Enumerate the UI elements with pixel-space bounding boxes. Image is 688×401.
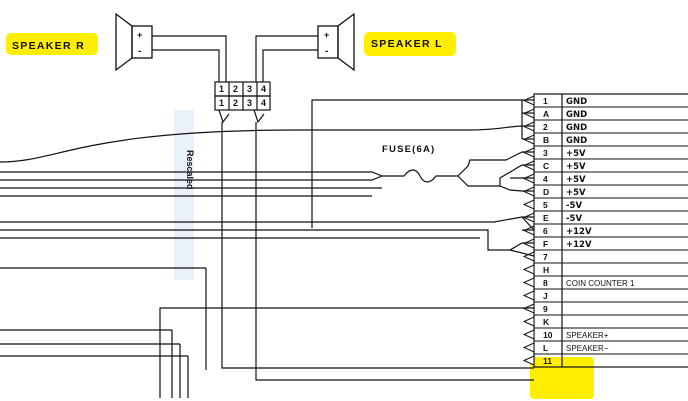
terminal-signal-4: +5V	[566, 175, 586, 185]
terminal-pin-J: J	[543, 291, 548, 301]
terminal-arrow	[522, 316, 535, 327]
harness-wires	[0, 99, 535, 398]
connector-pin-2-lower: 2	[233, 98, 238, 108]
terminal-signal-1: GND	[566, 97, 587, 107]
connector-pin-3-lower: 3	[247, 98, 252, 108]
terminal-pin-L: L	[543, 343, 548, 353]
terminal-pin-10: 10	[543, 330, 553, 340]
terminal-pin-2: 2	[543, 122, 548, 132]
watermark-strip	[174, 110, 194, 280]
terminal-arrow	[522, 342, 535, 353]
terminal-pin-H: H	[543, 265, 549, 275]
speaker-r-minus: -	[138, 46, 141, 57]
terminal-pin-4: 4	[543, 174, 548, 184]
connector-4pin	[214, 81, 271, 124]
terminal-signal-A: GND	[566, 110, 587, 120]
terminal-arrow	[522, 355, 535, 366]
connector-pin-4-upper: 4	[261, 84, 266, 94]
terminal-arrow	[522, 264, 535, 275]
terminal-pin-8: 8	[543, 278, 548, 288]
terminal-signal-10: SPEAKER+	[566, 331, 609, 340]
terminal-signal-3: +5V	[566, 149, 586, 159]
terminal-pin-1: 1	[543, 96, 548, 106]
speaker-l-icon	[317, 12, 355, 72]
terminal-signal-8: COIN COUNTER 1	[566, 279, 635, 288]
terminal-signal-5: -5V	[566, 201, 582, 211]
terminal-signal-F: +12V	[566, 240, 592, 250]
connector-pin-3-upper: 3	[247, 84, 252, 94]
terminal-pin-A: A	[543, 109, 549, 119]
terminal-signal-2: GND	[566, 123, 587, 133]
terminal-arrow	[522, 290, 535, 301]
terminal-pin-D: D	[543, 187, 549, 197]
watermark-text: Rescaled	[185, 150, 195, 190]
speaker-wires	[152, 35, 318, 82]
terminal-signal-6: +12V	[566, 227, 592, 237]
connector-pin-1-lower: 1	[219, 98, 224, 108]
terminal-frame	[533, 93, 688, 368]
connector-pin-2-upper: 2	[233, 84, 238, 94]
terminal-pin-3: 3	[543, 148, 548, 158]
terminal-pin-6: 6	[543, 226, 548, 236]
terminal-pin-C: C	[543, 161, 549, 171]
speaker-r-icon	[115, 12, 153, 72]
terminal-pin-K: K	[543, 317, 550, 327]
terminal-pin-7: 7	[543, 252, 548, 262]
speaker-r-label: SPEAKER R	[12, 40, 85, 52]
connector-pin-4-lower: 4	[261, 98, 266, 108]
terminal-signal-E: -5V	[566, 214, 582, 224]
terminal-signal-C: +5V	[566, 162, 586, 172]
terminal-pin-5: 5	[543, 200, 548, 210]
speaker-l-minus: -	[325, 46, 328, 57]
terminal-pin-9: 9	[543, 304, 548, 314]
connector-pin-1-upper: 1	[219, 84, 224, 94]
terminal-arrow	[522, 277, 535, 288]
terminal-signal-L: SPEAKER−	[566, 344, 609, 353]
fuse-label: FUSE(6A)	[382, 144, 435, 155]
terminal-arrow	[522, 329, 535, 340]
speaker-r-highlight	[6, 33, 98, 55]
terminal-pin-F: F	[543, 239, 548, 249]
terminal-arrow	[522, 199, 535, 210]
terminal-pin-B: B	[543, 135, 549, 145]
speaker-l-label: SPEAKER L	[371, 38, 443, 50]
terminal-signal-D: +5V	[566, 188, 586, 198]
terminal-pin-E: E	[543, 213, 549, 223]
speaker-r-plus: +	[137, 30, 142, 40]
terminal-pin-11: 11	[543, 356, 552, 366]
terminal-signal-B: GND	[566, 136, 587, 146]
speaker-l-plus: +	[324, 30, 329, 40]
connector-pin-labels: 1 12 23 34 4	[219, 84, 266, 108]
speaker-l-highlight	[364, 32, 456, 56]
